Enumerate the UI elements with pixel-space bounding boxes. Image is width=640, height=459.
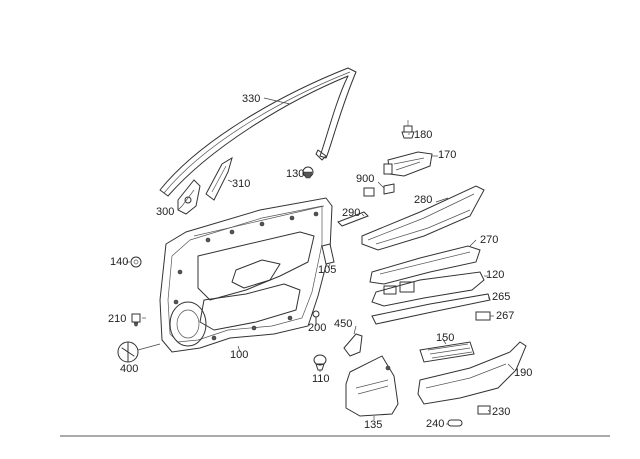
label-267: 267 bbox=[496, 310, 515, 322]
label-135: 135 bbox=[364, 419, 383, 431]
map-pocket-drawing bbox=[345, 355, 399, 417]
mirror-bracket-drawing bbox=[177, 179, 201, 215]
label-400: 400 bbox=[120, 363, 139, 375]
label-140: 140 bbox=[110, 256, 129, 268]
grommet-140-drawing bbox=[130, 256, 142, 268]
label-170: 170 bbox=[438, 149, 457, 161]
label-200: 200 bbox=[308, 322, 327, 334]
small-part-900-drawing bbox=[363, 183, 395, 197]
label-300: 300 bbox=[156, 206, 175, 218]
label-280: 280 bbox=[414, 194, 433, 206]
label-270: 270 bbox=[480, 234, 499, 246]
leader-lines bbox=[126, 97, 515, 425]
window-frame-trim-drawing bbox=[159, 67, 357, 197]
label-310: 310 bbox=[232, 178, 251, 190]
bolt-200-drawing bbox=[312, 310, 320, 325]
switch-267-drawing bbox=[475, 311, 491, 321]
strip-265-drawing bbox=[371, 293, 491, 325]
fastener-180-drawing bbox=[401, 120, 415, 139]
label-210: 210 bbox=[108, 313, 127, 325]
clip-130-drawing bbox=[302, 166, 314, 179]
clip-210-drawing bbox=[131, 313, 141, 327]
trim-strip-290-drawing bbox=[337, 211, 369, 227]
window-seal-strip-drawing bbox=[361, 185, 485, 251]
label-190: 190 bbox=[514, 367, 533, 379]
door-inner-panel-drawing bbox=[159, 197, 333, 353]
label-230: 230 bbox=[492, 406, 511, 418]
grille-150-drawing bbox=[419, 341, 475, 363]
tool-400-drawing bbox=[117, 341, 161, 363]
label-120: 120 bbox=[486, 269, 505, 281]
lower-trim-panel-drawing bbox=[417, 341, 527, 405]
switch-panel-drawing bbox=[371, 271, 485, 307]
clip-110-drawing bbox=[313, 354, 327, 371]
label-130: 130 bbox=[286, 168, 305, 180]
label-150: 150 bbox=[436, 332, 455, 344]
label-900: 900 bbox=[356, 173, 375, 185]
bracket-105-drawing bbox=[321, 243, 335, 265]
label-110: 110 bbox=[312, 373, 330, 385]
label-100: 100 bbox=[230, 349, 249, 361]
label-450: 450 bbox=[334, 318, 353, 330]
armrest-trim-drawing bbox=[369, 245, 481, 285]
label-330: 330 bbox=[242, 93, 261, 105]
label-105: 105 bbox=[318, 264, 337, 276]
label-265: 265 bbox=[492, 291, 511, 303]
clip-230-drawing bbox=[477, 405, 491, 415]
door-handle-mechanism-drawing bbox=[383, 151, 433, 177]
bulb-240-drawing bbox=[447, 419, 463, 427]
label-290: 290 bbox=[342, 207, 361, 219]
inner-trim-piece-drawing bbox=[205, 156, 233, 201]
label-240: 240 bbox=[426, 418, 445, 430]
label-180: 180 bbox=[414, 129, 433, 141]
cover-450-drawing bbox=[343, 333, 363, 357]
